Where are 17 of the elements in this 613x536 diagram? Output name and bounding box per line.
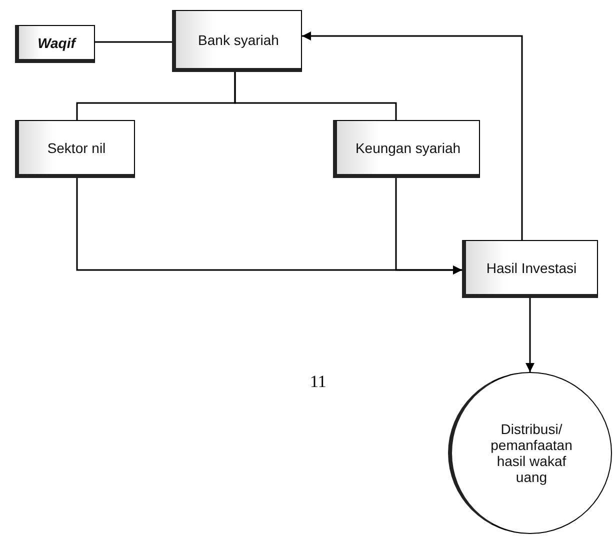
process-box: [462, 240, 598, 298]
node-text: Keungan syariah: [354, 140, 462, 156]
node-text: Sektor nil: [46, 140, 107, 156]
process-box: [172, 10, 302, 72]
connector-line: [302, 32, 523, 240]
node-text: Distribusi/ pemanfaatan hasil wakaf uang: [490, 421, 574, 485]
node-text: Waqif: [36, 34, 78, 50]
connector-line: [95, 41, 172, 43]
process-box: [15, 25, 95, 63]
connector-line: [395, 178, 462, 274]
process-box: [15, 120, 135, 178]
connector-line: [234, 72, 397, 120]
node-text: Bank syariah: [197, 32, 280, 48]
node-text: Hasil Investasi: [485, 260, 578, 276]
connector-line: [526, 298, 534, 372]
page-number: 11: [310, 372, 326, 392]
process-box: [333, 120, 480, 178]
